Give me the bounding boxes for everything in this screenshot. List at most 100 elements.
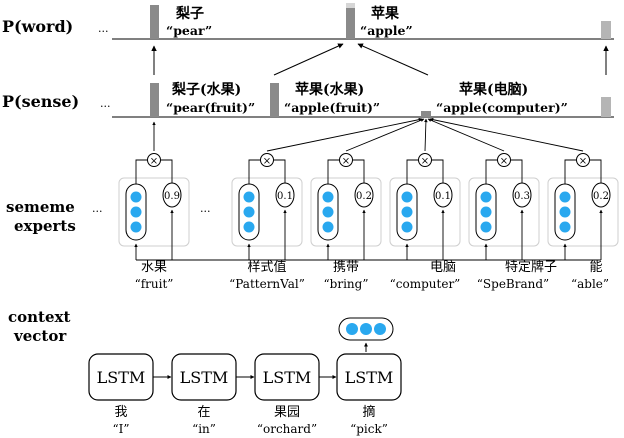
- multiply-node: [260, 153, 274, 167]
- sememe-label-en: “fruit”: [135, 277, 174, 291]
- sense-label-pear-fruit-zh: 梨子(水果): [171, 81, 241, 98]
- expert-weight-wire: [510, 159, 523, 183]
- word-bar-other: [601, 21, 611, 39]
- expert-output-wire: [135, 159, 148, 184]
- lstm-cell-label: LSTM: [263, 368, 312, 387]
- expert-output-wire: [564, 159, 577, 184]
- sememe-label-zh: 样式值: [247, 259, 286, 275]
- expert-output-wire: [248, 159, 261, 184]
- sememe-expert-computer: 0.1 × 电脑 “computer”: [389, 153, 461, 291]
- expert-box: [547, 177, 619, 247]
- context-vector-node: [374, 323, 386, 335]
- expert-weight: 0.9: [164, 191, 180, 202]
- word-label-apple-en: “apple”: [360, 23, 413, 38]
- sememe-label-zh: 携带: [333, 259, 359, 275]
- expert-node: [401, 206, 413, 218]
- expert-node: [322, 191, 334, 203]
- lstm-input-zh: 摘: [362, 404, 375, 420]
- lstm-cell-label: LSTM: [345, 368, 394, 387]
- context-vector-node: [346, 323, 358, 335]
- expert-weight: 0.3: [514, 191, 530, 202]
- row-label-sememe-experts-1: sememe: [6, 198, 75, 216]
- word-label-pear-zh: 梨子: [175, 5, 204, 22]
- ellipsis-sense-row: ...: [100, 97, 111, 110]
- expert-weight-wire: [431, 159, 444, 183]
- sense-bar-apple-computer: [421, 111, 431, 117]
- lstm-input-en: “in”: [192, 422, 216, 436]
- expert-box: [310, 177, 382, 247]
- ellipsis-word-row: ...: [98, 22, 109, 35]
- sense-label-apple-computer-zh: 苹果(电脑): [459, 81, 528, 98]
- sense-label-pear-fruit-en: “pear(fruit)”: [166, 100, 255, 115]
- sememe-label-en: “PatternVal”: [229, 277, 305, 291]
- expert-node: [243, 221, 255, 233]
- expert-node: [559, 221, 571, 233]
- lstm-input-en: “I”: [112, 422, 129, 436]
- expert-node: [130, 191, 142, 203]
- expert-weight-wire: [273, 159, 286, 183]
- multiply-node: [497, 153, 511, 167]
- expert-output-wire: [406, 159, 419, 184]
- arrow-sense-to-word-apple-a: [273, 43, 344, 76]
- expert-node: [559, 206, 571, 218]
- arrow-sense-to-word-apple-b: [357, 43, 429, 76]
- row-label-context-vector-1: context: [8, 308, 70, 326]
- lstm-chain: LSTM LSTM LSTM LSTM: [88, 353, 402, 401]
- row-label-context-vector-2: vector: [13, 327, 67, 345]
- multiply-symbol: ×: [579, 156, 587, 167]
- sense-label-apple-fruit-zh: 苹果(水果): [295, 81, 364, 98]
- expert-node: [559, 191, 571, 203]
- sense-label-apple-computer-en: “apple(computer)”: [436, 100, 568, 115]
- sememe-label-zh: 特定牌子: [505, 259, 557, 275]
- expert-node: [322, 206, 334, 218]
- multiply-symbol: ×: [150, 156, 158, 167]
- lstm-input-zh: 在: [197, 405, 210, 420]
- sememe-label-en: “able”: [571, 277, 609, 291]
- sememe-expert-spebrand: 0.3 × 特定牌子 “SpeBrand”: [468, 153, 557, 291]
- sememe-expert-fruit: 0.9 × 水果 “fruit”: [118, 153, 190, 291]
- sense-label-apple-fruit-en: “apple(fruit)”: [284, 100, 380, 115]
- expert-node: [401, 221, 413, 233]
- lstm-input-zh: 我: [114, 405, 127, 420]
- expert-box: [118, 177, 190, 247]
- ellipsis-expert-row-2: ...: [200, 202, 211, 215]
- multiply-node: [418, 153, 432, 167]
- expert-weight: 0.2: [356, 191, 372, 202]
- multiply-symbol: ×: [500, 156, 508, 167]
- expert-node: [480, 206, 492, 218]
- expert-node: [480, 191, 492, 203]
- word-bar-apple: [346, 3, 355, 39]
- expert-weight: 0.1: [435, 191, 451, 202]
- lstm-input-zh: 果园: [274, 405, 300, 420]
- word-label-pear-en: “pear”: [166, 23, 212, 38]
- expert-output-wire: [485, 159, 498, 184]
- expert-weight-wire: [352, 159, 365, 183]
- multiply-symbol: ×: [421, 156, 429, 167]
- expert-box: [468, 177, 540, 247]
- multiply-node: [576, 153, 590, 167]
- context-vector-node: [360, 323, 372, 335]
- word-bar-pear: [150, 5, 159, 39]
- lstm-cell-4: [336, 353, 402, 401]
- expert-node: [243, 191, 255, 203]
- expert-node: [480, 221, 492, 233]
- expert-node: [322, 221, 334, 233]
- sense-bar-other: [601, 97, 611, 117]
- lstm-input-en: “orchard”: [257, 422, 317, 436]
- row-label-p-word: P(word): [2, 17, 73, 36]
- row-label-p-sense: P(sense): [2, 92, 79, 111]
- sense-bar-apple-fruit: [270, 83, 279, 117]
- expert-weight: 0.2: [593, 191, 609, 202]
- word-bar-apple-highlight: [346, 3, 355, 8]
- expert-node: [130, 221, 142, 233]
- sememe-label-en: “SpeBrand”: [477, 277, 549, 291]
- lstm-cell-label: LSTM: [180, 368, 229, 387]
- expert-node: [130, 206, 142, 218]
- row-label-sememe-experts-2: experts: [14, 217, 76, 235]
- multiply-node: [339, 153, 353, 167]
- lstm-cell-label: LSTM: [97, 368, 146, 387]
- lstm-input-en: “pick”: [350, 422, 388, 436]
- expert-weight: 0.1: [277, 191, 293, 202]
- expert-weighting-wires: [152, 117, 584, 152]
